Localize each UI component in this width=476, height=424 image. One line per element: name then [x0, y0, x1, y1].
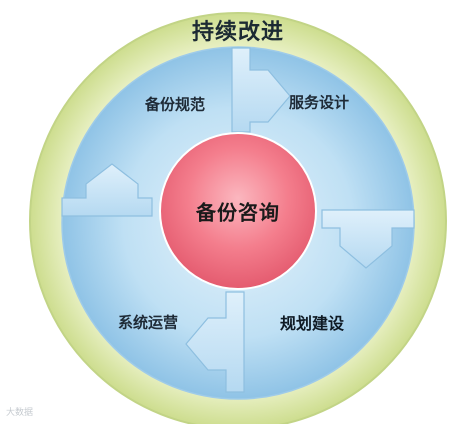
arrow-left-icon — [185, 291, 245, 393]
quadrant-label-bottom-right: 规划建设 — [279, 314, 345, 333]
center-circle — [159, 132, 317, 290]
center-label: 备份咨询 — [196, 200, 280, 225]
quadrant-label-bottom-left: 系统运营 — [117, 313, 179, 332]
outer-ring-label: 持续改进 — [191, 20, 285, 45]
arrow-up-icon — [61, 163, 153, 217]
watermark: 大数据 — [6, 408, 34, 418]
arrow-right-icon — [231, 47, 291, 133]
cycle-arrows — [61, 47, 415, 393]
quadrant-label-top-left: 备份规范 — [144, 95, 206, 114]
quadrant-label-top-right: 服务设计 — [288, 93, 350, 112]
arrow-down-icon — [321, 209, 415, 269]
